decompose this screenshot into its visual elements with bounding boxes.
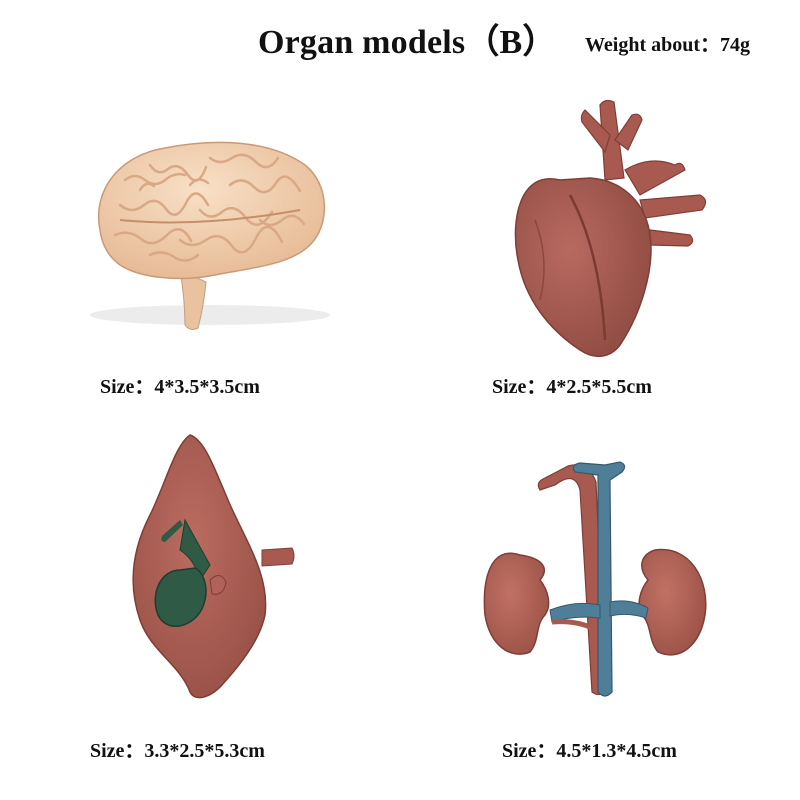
kidney-model-image bbox=[483, 461, 707, 697]
kidney-size-label: Size：4.5*1.3*4.5cm bbox=[502, 740, 677, 762]
heart-size-label: Size：4*2.5*5.5cm bbox=[492, 376, 652, 398]
page-header: Organ models（B） Weight about：74g bbox=[0, 14, 800, 61]
kidney-model-panel: Size：4.5*1.3*4.5cm bbox=[400, 430, 800, 800]
weight-label: Weight about：74g bbox=[585, 34, 751, 56]
liver-model-image bbox=[132, 434, 295, 699]
brain-model-image bbox=[90, 141, 330, 330]
page-title: Organ models（B） bbox=[258, 24, 557, 61]
heart-model-panel: Size：4*2.5*5.5cm bbox=[400, 60, 800, 430]
brain-size-label: Size：4*3.5*3.5cm bbox=[100, 376, 260, 398]
liver-size-label: Size：3.3*2.5*5.3cm bbox=[90, 740, 265, 762]
brain-model-panel: Size：4*3.5*3.5cm bbox=[0, 60, 400, 430]
heart-model-image bbox=[514, 99, 707, 357]
liver-model-panel: Size：3.3*2.5*5.3cm bbox=[0, 430, 400, 800]
